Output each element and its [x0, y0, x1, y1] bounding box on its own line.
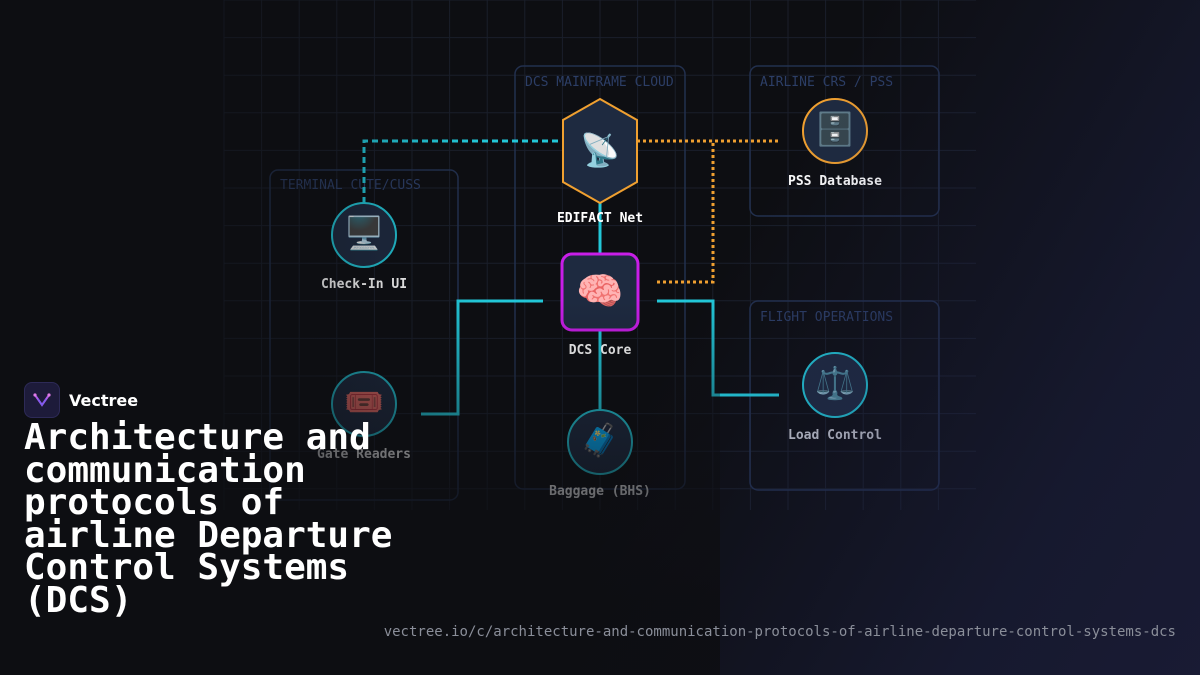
node-baggage-label: Baggage (BHS) — [549, 484, 651, 499]
node-load-control-label: Load Control — [788, 428, 882, 443]
node-dcs-core: 🧠 DCS Core — [560, 252, 640, 358]
group-flight-ops-label: FLIGHT OPERATIONS — [760, 310, 893, 325]
node-pss-database-label: PSS Database — [788, 174, 882, 189]
brain-icon: 🧠 — [576, 269, 623, 313]
node-baggage: 🧳 Baggage (BHS) — [549, 409, 651, 499]
node-dcs-core-label: DCS Core — [569, 343, 632, 358]
satellite-antenna-icon: 📡 — [580, 130, 620, 169]
brand-name: Vectree — [69, 390, 139, 410]
node-edifact-label: EDIFACT Net — [557, 211, 643, 226]
balance-scale-icon: ⚖️ — [815, 364, 855, 402]
luggage-icon: 🧳 — [580, 421, 620, 459]
page-title: Architecture and communication protocols… — [24, 417, 393, 621]
ticket-icon: 🎟️ — [344, 383, 384, 421]
page-url[interactable]: vectree.io/c/architecture-and-communicat… — [383, 624, 1176, 640]
node-check-in-label: Check-In UI — [321, 277, 407, 292]
brand[interactable]: Vectree — [24, 382, 138, 418]
group-dcs-cloud-label: DCS MAINFRAME CLOUD — [525, 75, 674, 90]
group-crs-label: AIRLINE CRS / PSS — [760, 75, 893, 90]
vectree-logo-icon — [24, 382, 60, 418]
group-terminal-label: TERMINAL CUTE/CUSS — [280, 178, 421, 193]
desktop-computer-icon: 🖥️ — [344, 214, 384, 252]
node-check-in: 🖥️ Check-In UI — [321, 202, 407, 292]
file-cabinet-icon: 🗄️ — [815, 110, 855, 148]
node-load-control: ⚖️ Load Control — [788, 352, 882, 443]
